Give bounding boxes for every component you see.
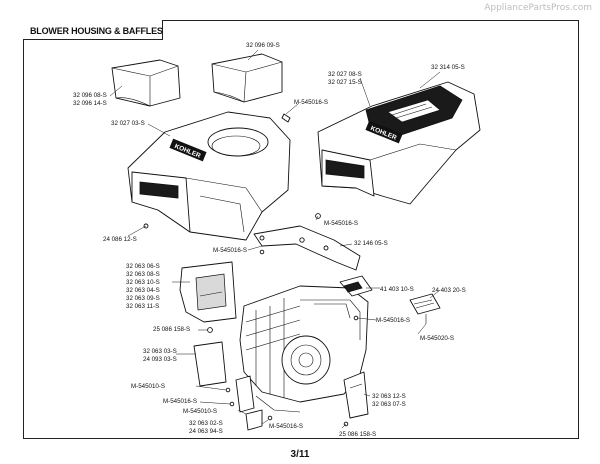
- callout-m-545016-c: M-545016-S: [213, 247, 247, 254]
- callout-32-096-14: 32 096 14-S: [73, 100, 107, 107]
- baffle-pad-left: [111, 59, 181, 107]
- baffle-pad-right: [211, 53, 283, 103]
- screw-c: [225, 387, 231, 393]
- page-number: 3/11: [290, 449, 310, 460]
- callout-24-086-12: 24 086 12-S: [103, 236, 137, 243]
- callout-m-545016-e: M-545016-S: [163, 398, 197, 405]
- callout-25-086-158-a: 25 086 158-S: [153, 326, 190, 333]
- side-baffle-right: [343, 371, 369, 419]
- lower-baffle-left: [193, 341, 227, 387]
- screw-top: [281, 113, 291, 123]
- callout-32-063-07: 32 063 07-S: [372, 401, 406, 408]
- regulator-module: [409, 293, 441, 324]
- callout-m-545020: M-545020-S: [420, 335, 454, 342]
- callout-m-545016-a: M-545016-S: [294, 99, 328, 106]
- callout-m-545016-d: M-545016-S: [376, 317, 410, 324]
- callout-32-063-12: 32 063 12-S: [372, 393, 406, 400]
- callout-32-063-03: 32 063 03-S: [143, 348, 177, 355]
- screw-a: [259, 249, 265, 255]
- callout-m-545010-b: M-545010-S: [183, 408, 217, 415]
- callout-32-063-04: 32 063 04-S: [126, 287, 160, 294]
- engine-block: [239, 285, 369, 413]
- diagram-title: BLOWER HOUSING & BAFFLES: [30, 26, 163, 36]
- screw-e: [267, 415, 273, 421]
- screw-b: [353, 315, 359, 321]
- callout-41-403-10: 41 403 10-S: [380, 286, 414, 293]
- callout-32-096-09: 32 096 09-S: [246, 42, 280, 49]
- side-baffle-left: [179, 261, 237, 333]
- callout-25-086-158-b: 25 086 158-S: [339, 431, 376, 438]
- callout-32-146-05: 32 146 05-S: [354, 240, 388, 247]
- callout-32-027-08: 32 027 08-S: [328, 71, 362, 78]
- callout-m-545016-b: M-545016-S: [324, 220, 358, 227]
- blower-housing-right: KOHLER: [317, 81, 481, 205]
- bracket-lower-left: [235, 375, 263, 431]
- callout-32-063-11: 32 063 11-S: [126, 303, 159, 310]
- callout-m-545016-f: M-545016-S: [269, 423, 303, 430]
- callout-32-027-03: 32 027 03-S: [111, 120, 145, 127]
- screw-d: [229, 401, 235, 407]
- callout-24-093-03: 24 093 03-S: [143, 356, 177, 363]
- callout-32-063-08: 32 063 08-S: [126, 271, 160, 278]
- callout-32-096-08: 32 096 08-S: [73, 92, 107, 99]
- diagram-frame: [23, 20, 579, 439]
- leader-lines: [109, 49, 441, 429]
- title-box: [23, 20, 163, 40]
- callout-32-027-15: 32 027 15-S: [328, 79, 362, 86]
- rectifier-regulator: [339, 275, 373, 297]
- callout-m-545010-a: M-545010-S: [131, 383, 165, 390]
- callout-32-063-02: 32 063 02-S: [189, 420, 223, 427]
- callout-32-063-10: 32 063 10-S: [126, 279, 160, 286]
- cylinder-baffle-upper: [253, 225, 361, 271]
- callout-32-314-05: 32 314 05-S: [431, 64, 465, 71]
- watermark: AppliancePartsPros.com: [484, 3, 592, 13]
- blower-housing-left: KOHLER: [127, 111, 291, 241]
- callout-24-063-94: 24 063 94-S: [189, 428, 223, 435]
- callout-32-063-06: 32 063 06-S: [126, 263, 160, 270]
- callout-24-403-20: 24 403 20-S: [432, 287, 466, 294]
- callout-32-063-09: 32 063 09-S: [126, 295, 160, 302]
